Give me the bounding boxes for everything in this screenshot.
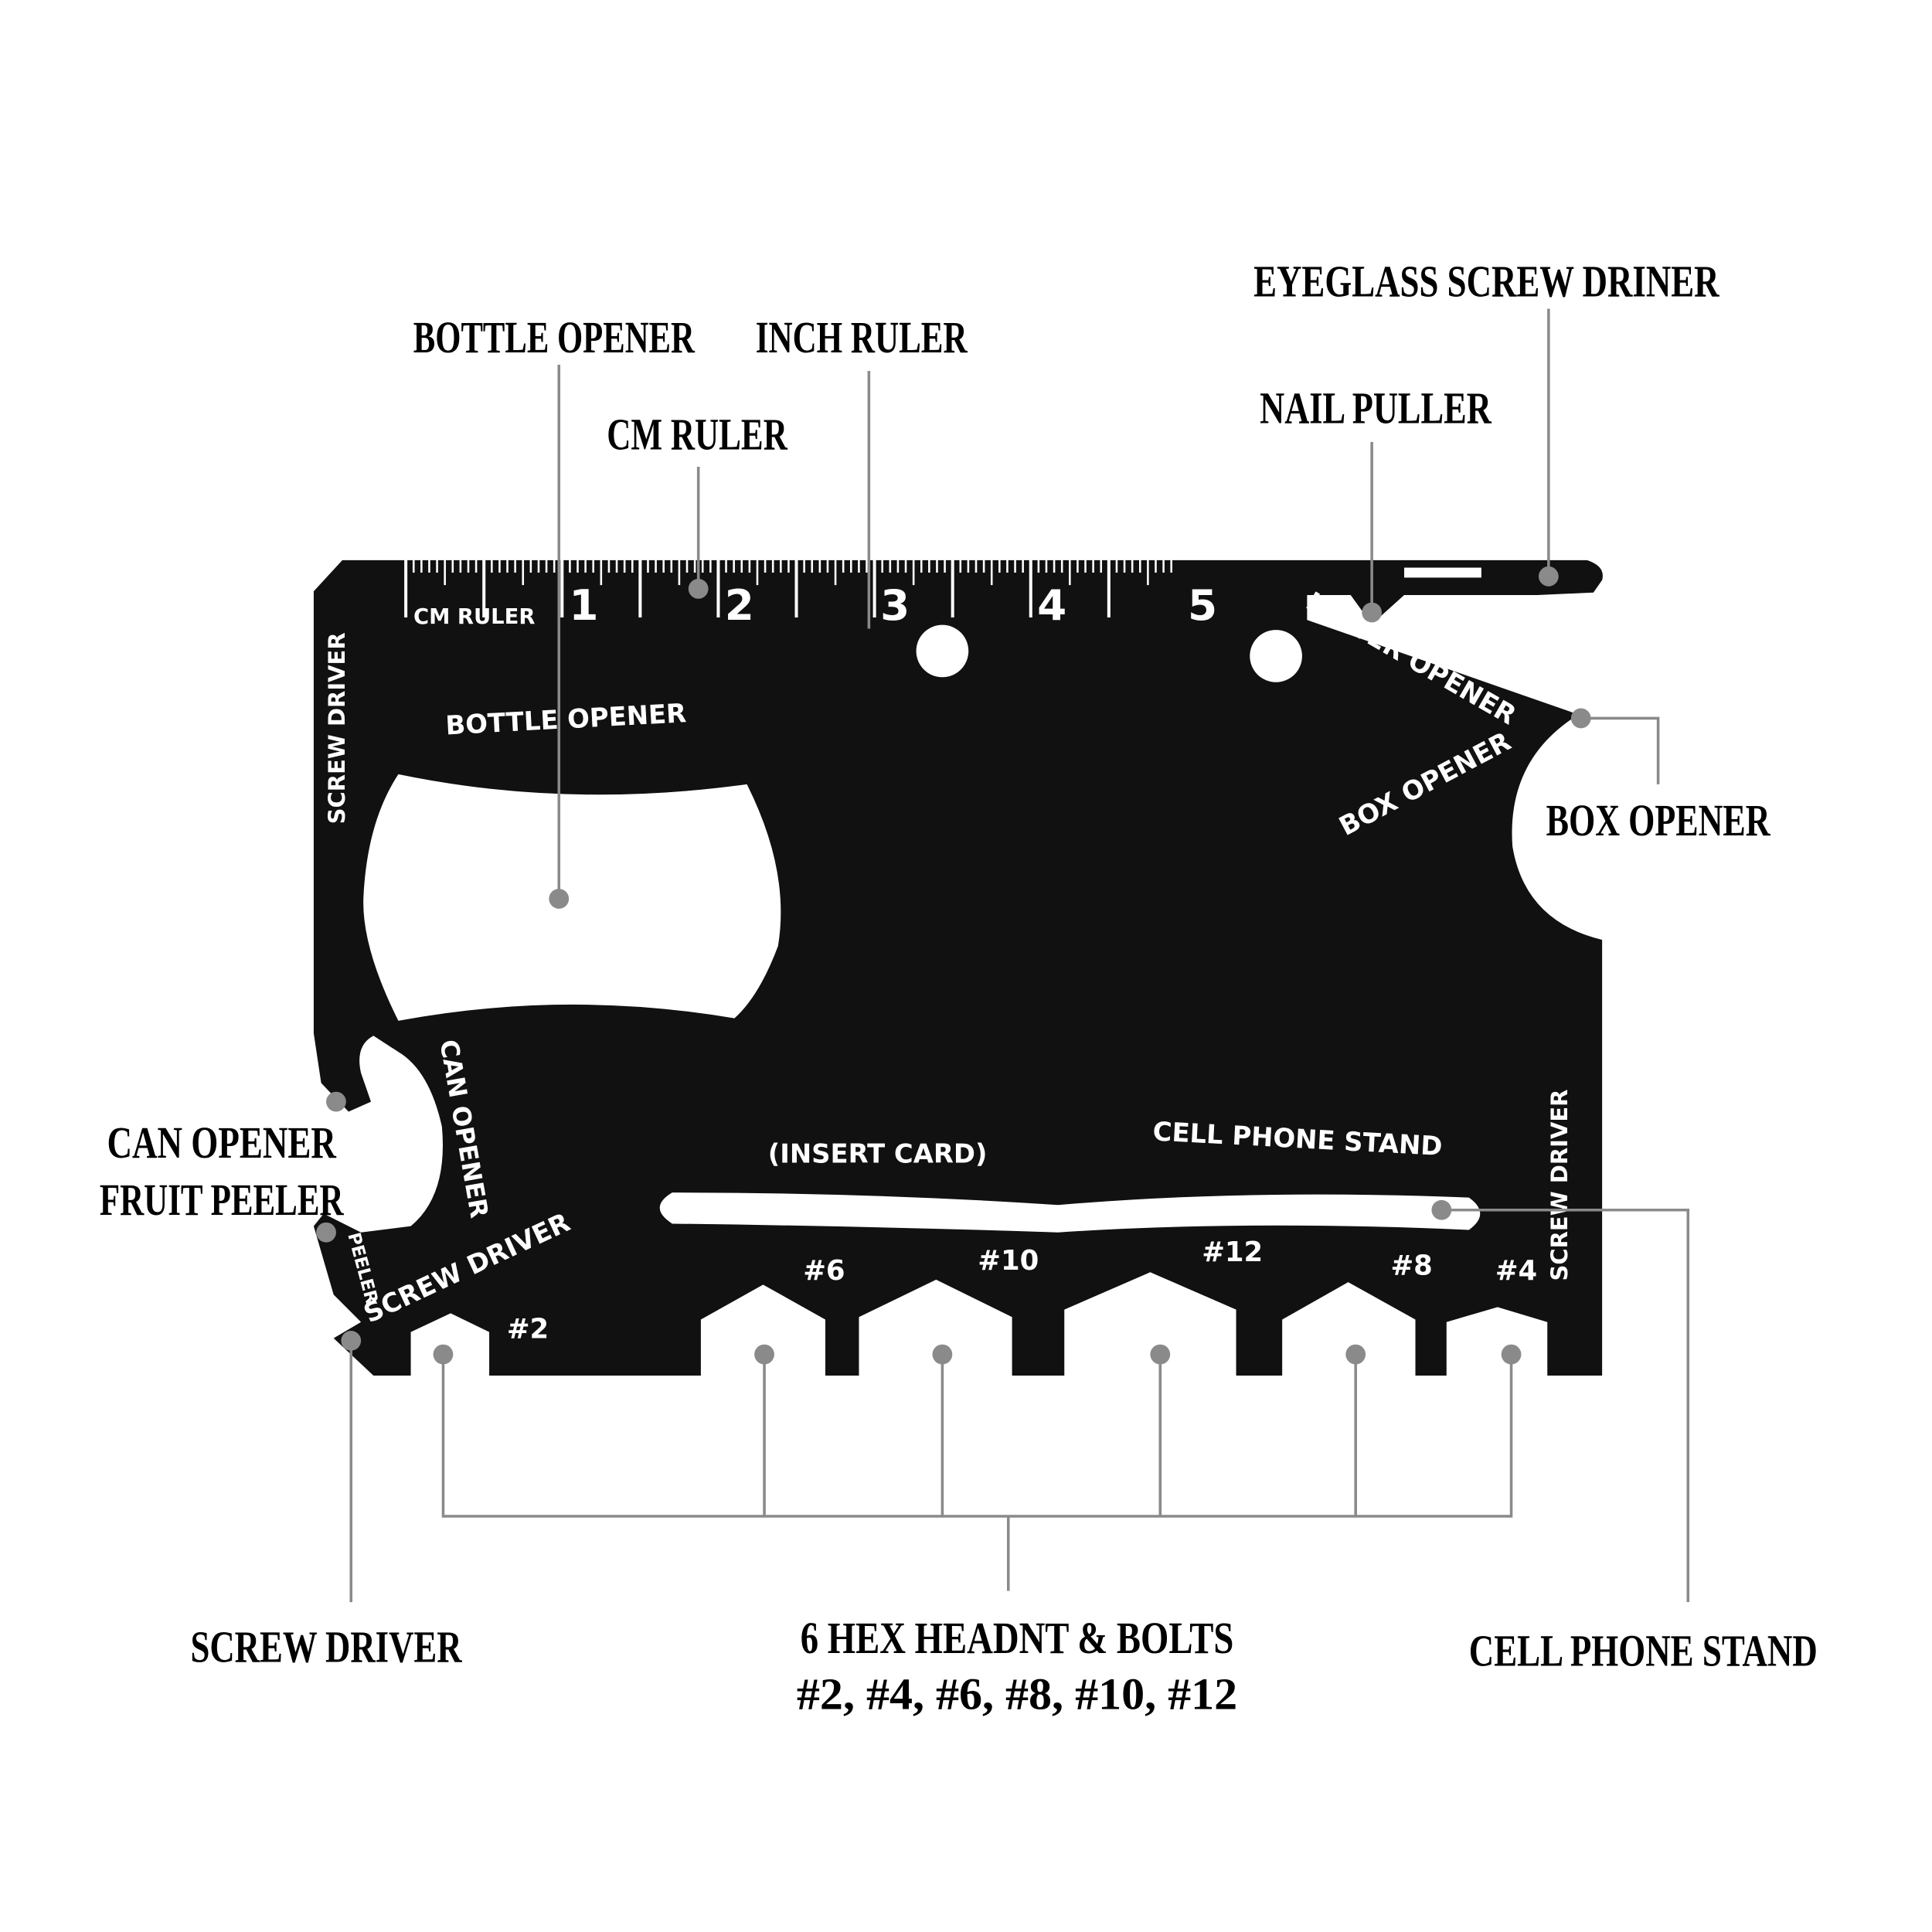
- callout-bottle-opener: BOTTLE OPENER: [413, 312, 696, 362]
- hex-size-label: #8: [1391, 1250, 1433, 1281]
- hanging-hole-right: [1250, 630, 1302, 682]
- callout-cell-phone-stand: CELL PHONE STAND: [1469, 1625, 1818, 1675]
- ruler-number: 4: [1037, 580, 1066, 630]
- hex-size-label: #10: [978, 1245, 1039, 1277]
- bottle-opener-hole: [363, 774, 781, 1021]
- card-screw-driver-right-label: SCREW DRIVER: [1546, 1089, 1573, 1281]
- callout-cm-ruler: CM RULER: [607, 410, 787, 460]
- card-insert-card-label: (INSERT CARD): [768, 1139, 988, 1169]
- ruler-number: 3: [880, 580, 910, 630]
- hex-size-label: #4: [1495, 1255, 1537, 1287]
- card-cm-ruler-label: CM RULER: [413, 605, 535, 629]
- ruler-number: 2: [725, 580, 754, 630]
- callout-box-opener: BOX OPENER: [1546, 795, 1771, 845]
- ruler-ticks: [404, 559, 1172, 617]
- hex-size-label: #6: [803, 1255, 845, 1287]
- callout-inch-ruler: INCH RULER: [756, 312, 968, 362]
- ruler-number: 1: [569, 580, 598, 630]
- card-screw-driver-left-label: SCREW DRIVER: [324, 632, 350, 824]
- ruler-numbers: 1 2 3 4 5: [569, 580, 1217, 630]
- leader-lines: [316, 308, 1690, 1603]
- callout-fruit-peeler: FRUIT PEELER: [100, 1175, 345, 1225]
- hanging-hole-left: [916, 624, 969, 678]
- callout-hex-sizes: #2, #4, #6, #8, #10, #12: [797, 1669, 1237, 1719]
- callout-eyeglass-screw-driver: EYEGLASS SCREW DRINER: [1253, 256, 1719, 306]
- ruler-number: 5: [1188, 580, 1217, 630]
- phone-stand-slot: [659, 1192, 1481, 1233]
- eyeglass-slot: [1404, 567, 1481, 578]
- callout-screw-driver: SCREW DRIVER: [190, 1621, 462, 1672]
- hex-size-label: #12: [1202, 1236, 1263, 1268]
- callout-hex-title: 6 HEX HEADNT & BOLTS: [801, 1613, 1234, 1663]
- card-body: [313, 560, 1603, 1376]
- hex-size-labels: #2 #6 #10 #12 #8 #4: [507, 1236, 1537, 1345]
- callout-nail-puller: NAIL PULLER: [1260, 383, 1492, 434]
- hex-size-label: #2: [507, 1314, 549, 1345]
- callout-can-opener: CAN OPENER: [107, 1117, 337, 1168]
